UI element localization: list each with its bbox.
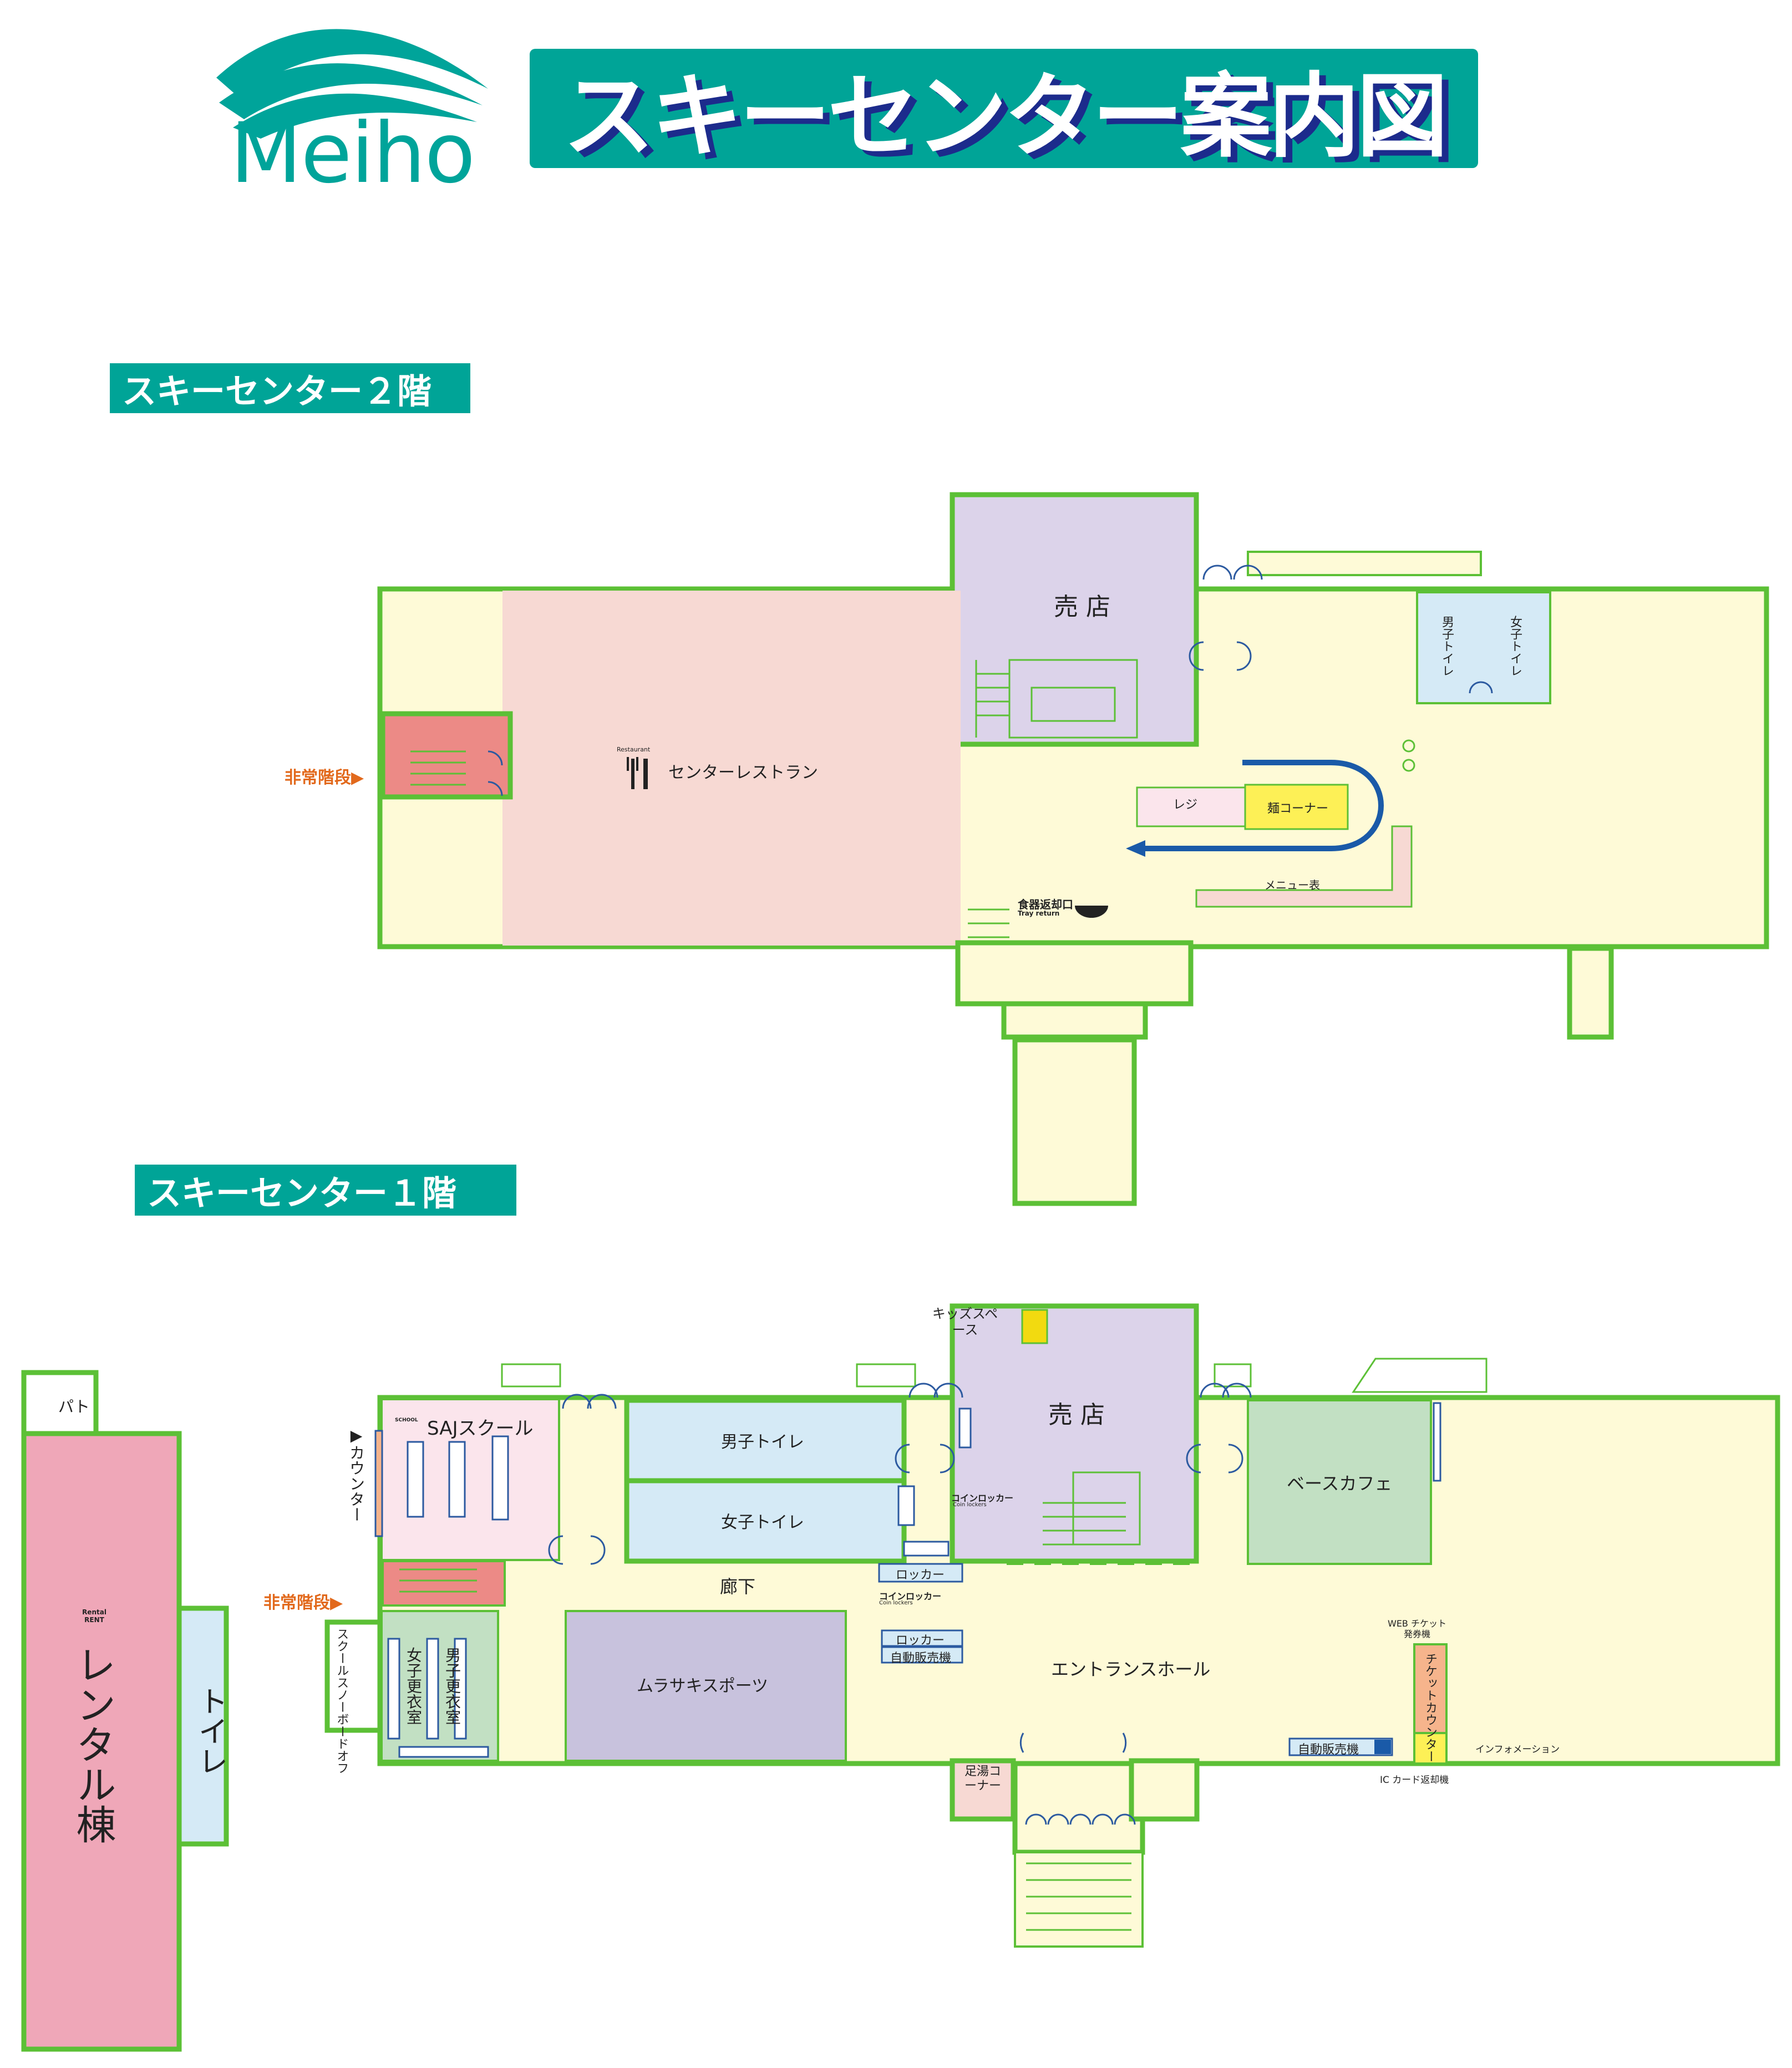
floor1-coin-locker2-label: コインロッカー: [879, 1591, 942, 1602]
floor2-noodle-label: 麺コーナー: [1267, 802, 1329, 816]
floor2-bottom-block1: [1001, 1001, 1148, 1040]
title-banner: スキーセンター案内図: [530, 49, 1478, 170]
floor1-school-snowboard-label: スクールスノーボードオフ: [334, 1628, 349, 1774]
floor1-mens-toilet-label: 男子トイレ: [721, 1432, 804, 1452]
floor1-emergency-stairs: [382, 1560, 506, 1607]
floor1-ic-card-label: IC カード返却機: [1380, 1775, 1449, 1786]
floor1-shop-tower: [950, 1303, 1199, 1564]
floor1-vending1: [881, 1646, 963, 1664]
floor2-mens-toilet-label: 男子トイレ: [1440, 616, 1454, 677]
floor1-web-ticket-label: WEB チケット 発券機: [1388, 1618, 1446, 1640]
floor1-counter-label: ▶カウンター: [347, 1426, 365, 1522]
floor1-mens-changing-label: 男子更衣室: [443, 1647, 461, 1725]
floor1-coin-locker2-en: Coin lockers: [879, 1600, 913, 1606]
floor2-shop-label: 売 店: [1054, 593, 1110, 621]
floor1-emergency-label: 非常階段▶: [263, 1593, 343, 1613]
floor1-base-cafe: [1247, 1399, 1432, 1565]
floor1-base-cafe-label: ベースカフェ: [1287, 1473, 1393, 1494]
floor1-patrol-label: パト: [58, 1398, 90, 1416]
floor1-entrance-steps: [1014, 1851, 1144, 1948]
floor1-rental-label: レンタル棟: [69, 1644, 116, 1844]
floor2-restaurant-area: [502, 591, 961, 946]
floor1-locker1: [878, 1563, 963, 1583]
floor1-school-snowboard: [324, 1619, 383, 1733]
floor1-foot-bath-label: 足湯コーナー: [964, 1765, 1001, 1793]
floor2-right-column: [1567, 946, 1614, 1040]
floor1-locker2: [881, 1629, 963, 1647]
floor1-rental-building: [21, 1431, 182, 2052]
floor2-menu-board: [1195, 825, 1413, 908]
floor1-information: [1413, 1732, 1448, 1765]
floor1-rental-icon-label: Rental RENT: [82, 1608, 106, 1624]
floor2-toilet-block: [1416, 591, 1551, 704]
floor1-vending2-label: 自動販売機: [1298, 1743, 1359, 1757]
floor2-restaurant-icon-label: Restaurant: [617, 746, 651, 753]
floor1-kids-space-label: キッズスペース: [932, 1306, 998, 1338]
floor2-balcony-stairs: [1247, 551, 1482, 576]
floor2-emergency-label: 非常階段▶: [285, 768, 364, 787]
floor2-menu-label: メニュー表: [1265, 878, 1320, 892]
floor1-murasaki: [565, 1610, 847, 1762]
floor1-ticket-counter-label: チケットカウンター: [1423, 1653, 1437, 1762]
floor1-mens-toilet: [624, 1398, 907, 1483]
floor2-bottom-block2: [1012, 1037, 1137, 1206]
page-title: スキーセンター案内図: [563, 63, 1448, 170]
floor1-corridor-label: 廊下: [720, 1576, 756, 1597]
floor1-womens-toilet-label: 女子トイレ: [721, 1513, 804, 1532]
floor2-restaurant-label: センターレストラン: [668, 763, 818, 783]
floor1-entrance-lobby: [1012, 1761, 1145, 1855]
floor1-womens-toilet: [624, 1478, 907, 1564]
meiho-logo-text[interactable]: Meiho: [230, 105, 475, 202]
floor1-locker2-label: ロッカー: [896, 1634, 945, 1648]
floor1-school-icon-label: SCHOOL: [395, 1417, 418, 1423]
floor2-label: スキーセンター２階: [110, 363, 470, 413]
floor1-murasaki-label: ムラサキスポーツ: [637, 1676, 768, 1696]
floor1-coin-locker1-label: コインロッカー: [951, 1493, 1014, 1503]
floor2-emergency-stairs: [380, 711, 513, 800]
floor1-ticket-counter: [1413, 1643, 1448, 1734]
floor1-outdoor-toilet-label: トイレ: [193, 1686, 228, 1776]
floor1-coin-locker1-en: Coin lockers: [953, 1502, 987, 1508]
floor2-register-label: レジ: [1173, 798, 1198, 812]
floor1-information-label: インフォメーション: [1475, 1744, 1560, 1755]
floor1-outdoor-toilet: [176, 1605, 229, 1847]
floor2-tray-return-label: 食器返却口: [1018, 898, 1073, 911]
floor1-shop-label: 売 店: [1048, 1401, 1105, 1429]
floor1-vending1-label: 自動販売機: [890, 1652, 952, 1665]
floor2-tray-return-en-label: Tray return: [1018, 909, 1060, 917]
floor1-patrol: [21, 1370, 99, 1436]
floor2-womens-toilet-label: 女子トイレ: [1508, 616, 1522, 677]
floor2-bottom-lobby: [955, 940, 1194, 1007]
floor1-womens-changing-label: 女子更衣室: [404, 1647, 423, 1725]
floor2-noodle-counter: [1244, 784, 1349, 830]
floor1-kids-space: [1021, 1309, 1048, 1344]
floor1-saj-school-label: SAJスクール: [427, 1417, 534, 1440]
floor1-label: スキーセンター１階: [135, 1165, 516, 1216]
floor1-entrance-hall-label: エントランスホール: [1051, 1659, 1211, 1680]
floor1-locker1-label: ロッカー: [896, 1568, 945, 1582]
